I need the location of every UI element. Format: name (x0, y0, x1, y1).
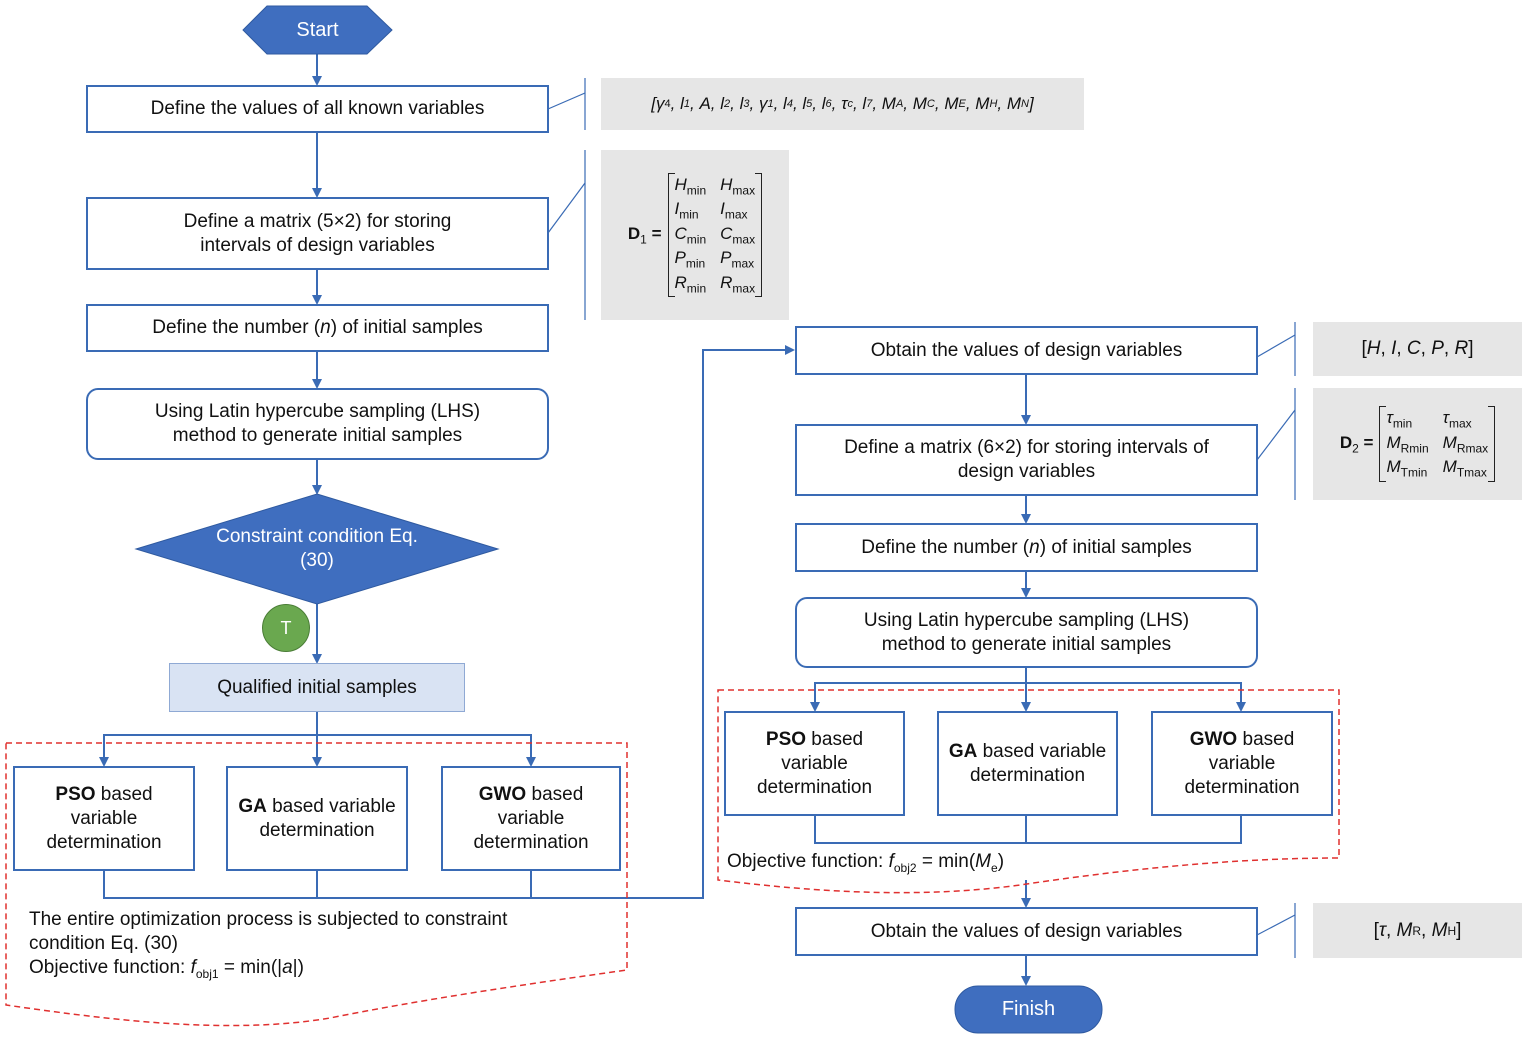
constraint-label: Constraint condition Eq. (30) (216, 526, 418, 571)
define-matrix-box-right: Define a matrix (6×2) for storing interv… (795, 424, 1258, 496)
gwo-box-left: GWO based variable determination (441, 766, 621, 871)
obtain-values-box-2: Obtain the values of design variables (795, 907, 1258, 956)
obtain-values-box-1: Obtain the values of design variables (795, 326, 1258, 375)
lhs-box-left: Using Latin hypercube sampling (LHS) met… (86, 388, 549, 460)
finish-shape (954, 985, 1103, 1034)
finish-label: Finish (1001, 998, 1056, 1020)
left-region-note: The entire optimization process is subje… (29, 908, 619, 986)
left-dashed-region (5, 742, 628, 1027)
design-vars-box-1: [H, I, C, P, R] (1313, 322, 1522, 376)
start-shape (242, 5, 393, 55)
pso-bold-left: PSO (55, 783, 96, 805)
gwo-bold-left: GWO (478, 783, 527, 805)
define-number-box-right: Define the number (n) of initial samples (795, 523, 1258, 572)
define-matrix-box-left: Define a matrix (5×2) for storing interv… (86, 197, 549, 270)
true-circle: T (262, 604, 310, 652)
ga-bold-right: GA (948, 740, 978, 762)
right-dashed-region (717, 689, 1340, 894)
constraint-diamond (134, 493, 500, 605)
define-known-box: Define the values of all known variables (86, 85, 549, 133)
objective-left: Objective function: fobj1 = min(|a|) (29, 957, 304, 981)
objective-right: Objective function: fobj2 = min(Me) (727, 851, 1005, 875)
qualified-box: Qualified initial samples (169, 663, 465, 712)
define-number-box-left: Define the number (n) of initial samples (86, 304, 549, 352)
pso-bold-right: PSO (765, 728, 807, 750)
lhs-box-right: Using Latin hypercube sampling (LHS) met… (795, 597, 1258, 668)
gwo-box-right: GWO based variable determination (1151, 711, 1333, 816)
ga-box-left: GA based variable determination (226, 766, 408, 871)
pso-box-right: PSO based variable determination (724, 711, 905, 816)
pso-box-left: PSO based variable determination (13, 766, 195, 871)
d1-label: D1 = (627, 223, 662, 247)
ga-bold-left: GA (238, 795, 267, 817)
d2-label: D2 = (1339, 432, 1374, 456)
gwo-bold-right: GWO (1189, 728, 1238, 750)
start-label: Start (296, 18, 339, 41)
ga-box-right: GA based variable determination (937, 711, 1118, 816)
